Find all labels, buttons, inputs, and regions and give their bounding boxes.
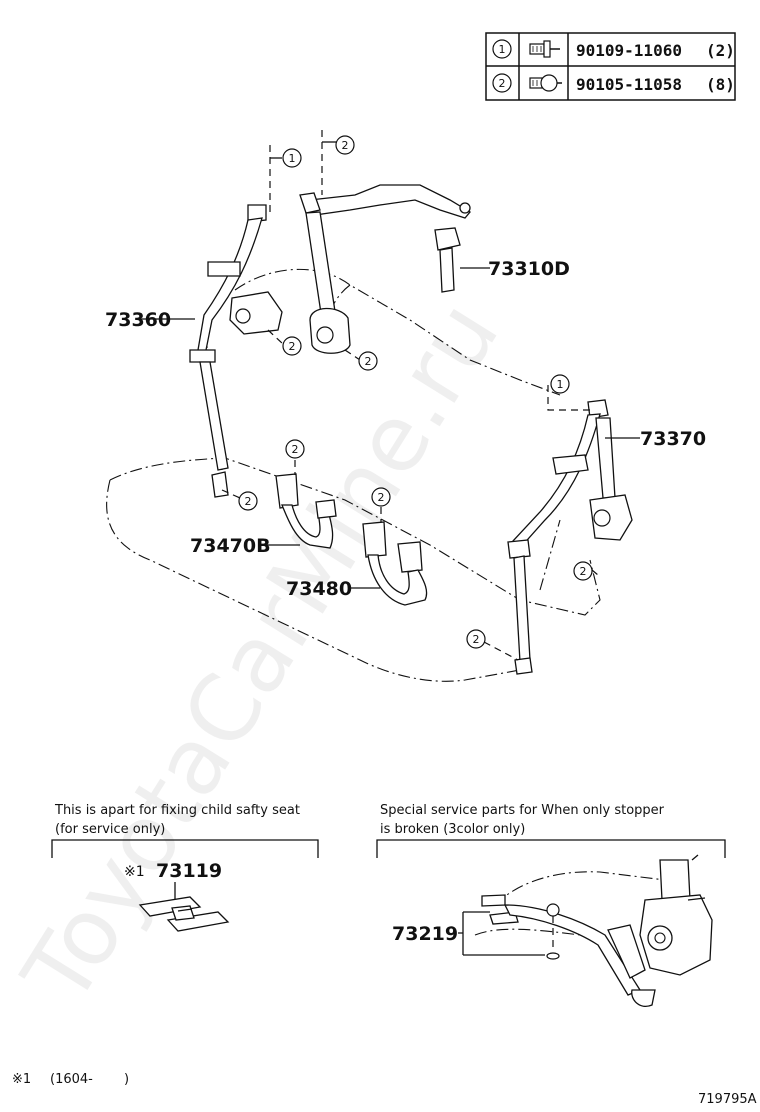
note-left-line1: This is apart for fixing child safty sea… bbox=[54, 803, 300, 818]
legend-row-1[interactable]: 1 90109-11060 (2) bbox=[492, 39, 735, 60]
callout-73470b: 73470B bbox=[190, 535, 271, 557]
bolt-ref-circle bbox=[466, 629, 486, 649]
bolt-ref-circle bbox=[358, 351, 378, 371]
legend-part-number: 90109-11060 bbox=[576, 41, 682, 60]
footnote-mark: ※1 bbox=[12, 1072, 31, 1087]
bolt-ref-circle bbox=[371, 487, 391, 507]
watermark: ToyotaCarMine.ru bbox=[2, 283, 519, 1022]
bolt-ref-circle bbox=[282, 148, 302, 168]
bolt-ref-circle bbox=[238, 491, 258, 511]
callout-73360: 73360 bbox=[105, 309, 171, 331]
right-seat-belt-73370[interactable]: 73370 bbox=[507, 399, 706, 675]
callout-73310d: 73310D bbox=[488, 258, 570, 280]
callout-73480: 73480 bbox=[286, 578, 352, 600]
bolt-ref-circle bbox=[573, 561, 593, 581]
bolt-ref-label: 2 bbox=[365, 355, 372, 368]
stopper-part-section: Special service parts for When only stop… bbox=[376, 803, 726, 1007]
bolt-references: 1 2 2 2 1 2 2 2 2 2 bbox=[221, 130, 599, 661]
bolt-ref-circle bbox=[285, 439, 305, 459]
bolt-ref-circle bbox=[335, 135, 355, 155]
bolt-ref-label: 2 bbox=[245, 495, 252, 508]
bolt-legend-table: 1 90109-11060 (2) 2 90105-11058 (8) bbox=[485, 32, 736, 101]
center-seat-belt-73310d[interactable]: 73310D bbox=[299, 184, 570, 354]
bolt-ref-circle bbox=[550, 374, 570, 394]
note-right-line2: is broken (3color only) bbox=[380, 822, 525, 837]
bolt-ref-circle bbox=[282, 336, 302, 356]
legend-number: 1 bbox=[499, 43, 506, 56]
callout-73219: 73219 bbox=[392, 923, 458, 945]
left-seat-belt-73360[interactable]: 73360 bbox=[105, 204, 283, 498]
bolt-ref-label: 2 bbox=[289, 340, 296, 353]
legend-part-number: 90105-11058 bbox=[576, 75, 682, 94]
bolt-ref-label: 2 bbox=[580, 565, 587, 578]
callout-73119: 73119 bbox=[156, 860, 222, 882]
footnote-close: ) bbox=[124, 1072, 129, 1087]
buckle-73470b[interactable]: 73470B bbox=[190, 473, 337, 557]
bolt-number-1-circle bbox=[492, 39, 512, 59]
footnote-text: (1604- bbox=[50, 1072, 93, 1087]
bolt-ref-label: 2 bbox=[342, 139, 349, 152]
note-left-line2: (for service only) bbox=[55, 822, 165, 837]
bolt-ref-label: 2 bbox=[473, 633, 480, 646]
child-seat-part-section: This is apart for fixing child safty sea… bbox=[51, 803, 319, 932]
bolt-ref-label: 2 bbox=[292, 443, 299, 456]
child-seat-anchor-plate-73119[interactable] bbox=[138, 896, 230, 932]
bolt-ref-label: 1 bbox=[289, 152, 296, 165]
legend-number: 2 bbox=[499, 77, 506, 90]
callout-73370: 73370 bbox=[640, 428, 706, 450]
callout-73119-mark: ※1 bbox=[124, 864, 145, 880]
bolt-icon bbox=[529, 74, 562, 92]
legend-quantity: (2) bbox=[706, 41, 735, 60]
bolt-icon bbox=[529, 40, 560, 58]
buckle-73480[interactable]: 73480 bbox=[286, 521, 428, 606]
diagram-id: 719795A bbox=[698, 1092, 757, 1107]
seat-belt-stopper-73219[interactable] bbox=[474, 854, 713, 1007]
bolt-ref-label: 1 bbox=[557, 378, 564, 391]
legend-quantity: (8) bbox=[706, 75, 735, 94]
bolt-ref-label: 2 bbox=[378, 491, 385, 504]
legend-row-2[interactable]: 2 90105-11058 (8) bbox=[492, 73, 735, 94]
bolt-number-2-circle bbox=[492, 73, 512, 93]
note-right-line1: Special service parts for When only stop… bbox=[380, 803, 665, 818]
